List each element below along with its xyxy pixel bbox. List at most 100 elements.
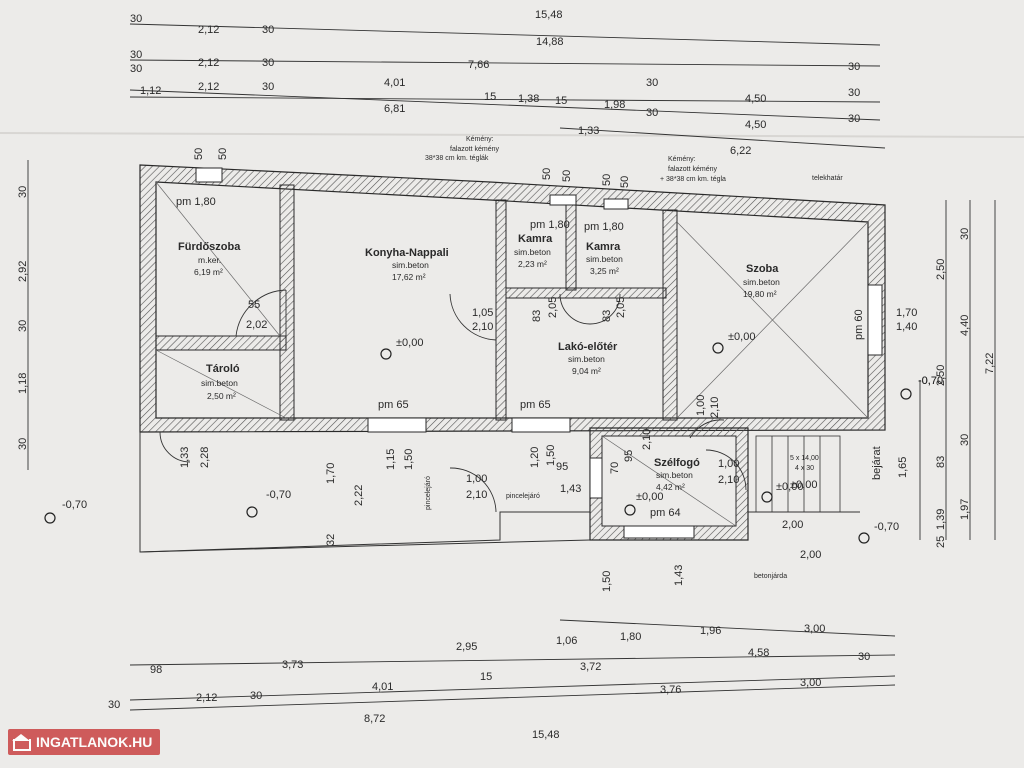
svg-text:6,81: 6,81 bbox=[384, 103, 405, 115]
svg-text:2,12: 2,12 bbox=[198, 81, 219, 93]
svg-text:30: 30 bbox=[848, 113, 860, 125]
svg-text:50: 50 bbox=[561, 170, 573, 182]
room-name: Kamra bbox=[586, 241, 621, 253]
room-name: Kamra bbox=[518, 233, 553, 245]
svg-text:1,80: 1,80 bbox=[620, 631, 641, 643]
svg-text:bejárat: bejárat bbox=[871, 446, 883, 480]
svg-text:3,00: 3,00 bbox=[800, 677, 821, 689]
svg-text:1,65: 1,65 bbox=[897, 457, 909, 478]
svg-text:50: 50 bbox=[541, 168, 553, 180]
room-area: 17,62 m² bbox=[392, 272, 426, 282]
room-name: Szoba bbox=[746, 263, 779, 275]
room-area: 6,19 m² bbox=[194, 267, 223, 277]
svg-text:pm 60: pm 60 bbox=[853, 309, 865, 340]
svg-text:pm 1,80: pm 1,80 bbox=[530, 219, 570, 231]
svg-text:50: 50 bbox=[193, 148, 205, 160]
room-area: 2,50 m² bbox=[207, 391, 236, 401]
svg-text:6,22: 6,22 bbox=[730, 145, 751, 157]
svg-text:30: 30 bbox=[130, 49, 142, 61]
room-diagonals bbox=[155, 181, 869, 527]
svg-text:1,00: 1,00 bbox=[718, 458, 739, 470]
room-surface: m.ker. bbox=[198, 255, 221, 265]
svg-text:Kémény:: Kémény: bbox=[668, 156, 696, 163]
svg-text:5 x 14,00: 5 x 14,00 bbox=[790, 455, 819, 462]
watermark-text: INGATLANOK.HU bbox=[36, 734, 153, 750]
house-icon bbox=[12, 734, 31, 751]
svg-text:2,22: 2,22 bbox=[353, 485, 365, 506]
room-name: Tároló bbox=[206, 363, 240, 375]
svg-text:95: 95 bbox=[556, 461, 568, 473]
room-surface: sim.beton bbox=[201, 378, 238, 388]
svg-text:50: 50 bbox=[601, 174, 613, 186]
svg-text:30: 30 bbox=[646, 107, 658, 119]
svg-text:1,20: 1,20 bbox=[529, 447, 541, 468]
room-area: 19,80 m² bbox=[743, 289, 777, 299]
room-name: Fürdőszoba bbox=[178, 241, 241, 253]
room-surface: sim.beton bbox=[656, 470, 693, 480]
svg-text:30: 30 bbox=[848, 61, 860, 73]
room-area: 2,23 m² bbox=[518, 259, 547, 269]
svg-text:2,12: 2,12 bbox=[196, 692, 217, 704]
svg-text:-0,70: -0,70 bbox=[918, 375, 943, 387]
svg-text:83: 83 bbox=[601, 310, 613, 322]
svg-text:-0,70: -0,70 bbox=[62, 499, 87, 511]
svg-text:30: 30 bbox=[17, 186, 29, 198]
svg-text:1,06: 1,06 bbox=[556, 635, 577, 647]
svg-text:2,95: 2,95 bbox=[456, 641, 477, 653]
svg-text:50: 50 bbox=[619, 176, 631, 188]
svg-text:30: 30 bbox=[250, 690, 262, 702]
svg-text:15,48: 15,48 bbox=[535, 9, 563, 21]
svg-text:30: 30 bbox=[262, 81, 274, 93]
svg-text:2,02: 2,02 bbox=[246, 319, 267, 331]
svg-text:30: 30 bbox=[17, 438, 29, 450]
svg-text:1,50: 1,50 bbox=[601, 571, 613, 592]
svg-text:2,00: 2,00 bbox=[782, 519, 803, 531]
room-surface: sim.beton bbox=[514, 247, 551, 257]
level-markers bbox=[44, 342, 912, 544]
svg-text:±0,00: ±0,00 bbox=[776, 481, 803, 493]
svg-text:4,01: 4,01 bbox=[372, 681, 393, 693]
svg-text:1,70: 1,70 bbox=[325, 463, 337, 484]
svg-text:pm 1,80: pm 1,80 bbox=[584, 221, 624, 233]
room-area: 3,25 m² bbox=[590, 266, 619, 276]
room-area: 9,04 m² bbox=[572, 366, 601, 376]
svg-text:3,00: 3,00 bbox=[804, 623, 825, 635]
svg-text:1,33: 1,33 bbox=[179, 447, 191, 468]
svg-text:4,50: 4,50 bbox=[745, 93, 766, 105]
stairs bbox=[755, 435, 841, 513]
svg-text:1,05: 1,05 bbox=[472, 307, 493, 319]
svg-text:1,40: 1,40 bbox=[896, 321, 917, 333]
svg-text:3,73: 3,73 bbox=[282, 659, 303, 671]
svg-text:1,00: 1,00 bbox=[695, 395, 707, 416]
svg-text:4 x 30: 4 x 30 bbox=[795, 465, 814, 472]
room-surface: sim.beton bbox=[392, 260, 429, 270]
svg-text:±0,00: ±0,00 bbox=[396, 337, 423, 349]
svg-text:38*38 cm km. téglák: 38*38 cm km. téglák bbox=[425, 155, 489, 162]
svg-text:2,12: 2,12 bbox=[198, 24, 219, 36]
svg-text:83: 83 bbox=[935, 456, 947, 468]
svg-text:3,72: 3,72 bbox=[580, 661, 601, 673]
svg-text:±0,00: ±0,00 bbox=[790, 479, 817, 491]
svg-text:30: 30 bbox=[646, 77, 658, 89]
svg-text:15,48: 15,48 bbox=[532, 729, 560, 741]
svg-text:95: 95 bbox=[623, 450, 635, 462]
svg-text:2,50: 2,50 bbox=[935, 365, 947, 386]
svg-text:30: 30 bbox=[108, 699, 120, 711]
svg-text:1,15: 1,15 bbox=[385, 449, 397, 470]
svg-text:betonjárda: betonjárda bbox=[754, 573, 787, 580]
svg-text:32: 32 bbox=[325, 534, 337, 546]
svg-text:30: 30 bbox=[848, 87, 860, 99]
svg-text:7,22: 7,22 bbox=[984, 353, 996, 374]
annotations: Kémény: falazott kémény 38*38 cm km. tég… bbox=[425, 136, 883, 580]
svg-text:1,43: 1,43 bbox=[673, 565, 685, 586]
svg-text:2,05: 2,05 bbox=[547, 297, 559, 318]
svg-text:4,50: 4,50 bbox=[745, 119, 766, 131]
svg-text:pincelejáró: pincelejáró bbox=[506, 493, 540, 500]
svg-text:4,58: 4,58 bbox=[748, 647, 769, 659]
svg-text:30: 30 bbox=[858, 651, 870, 663]
svg-text:3,76: 3,76 bbox=[660, 684, 681, 696]
svg-text:2,10: 2,10 bbox=[472, 321, 493, 333]
svg-text:Kémény:: Kémény: bbox=[466, 136, 494, 143]
svg-text:1,38: 1,38 bbox=[518, 93, 539, 105]
svg-text:2,50: 2,50 bbox=[935, 259, 947, 280]
